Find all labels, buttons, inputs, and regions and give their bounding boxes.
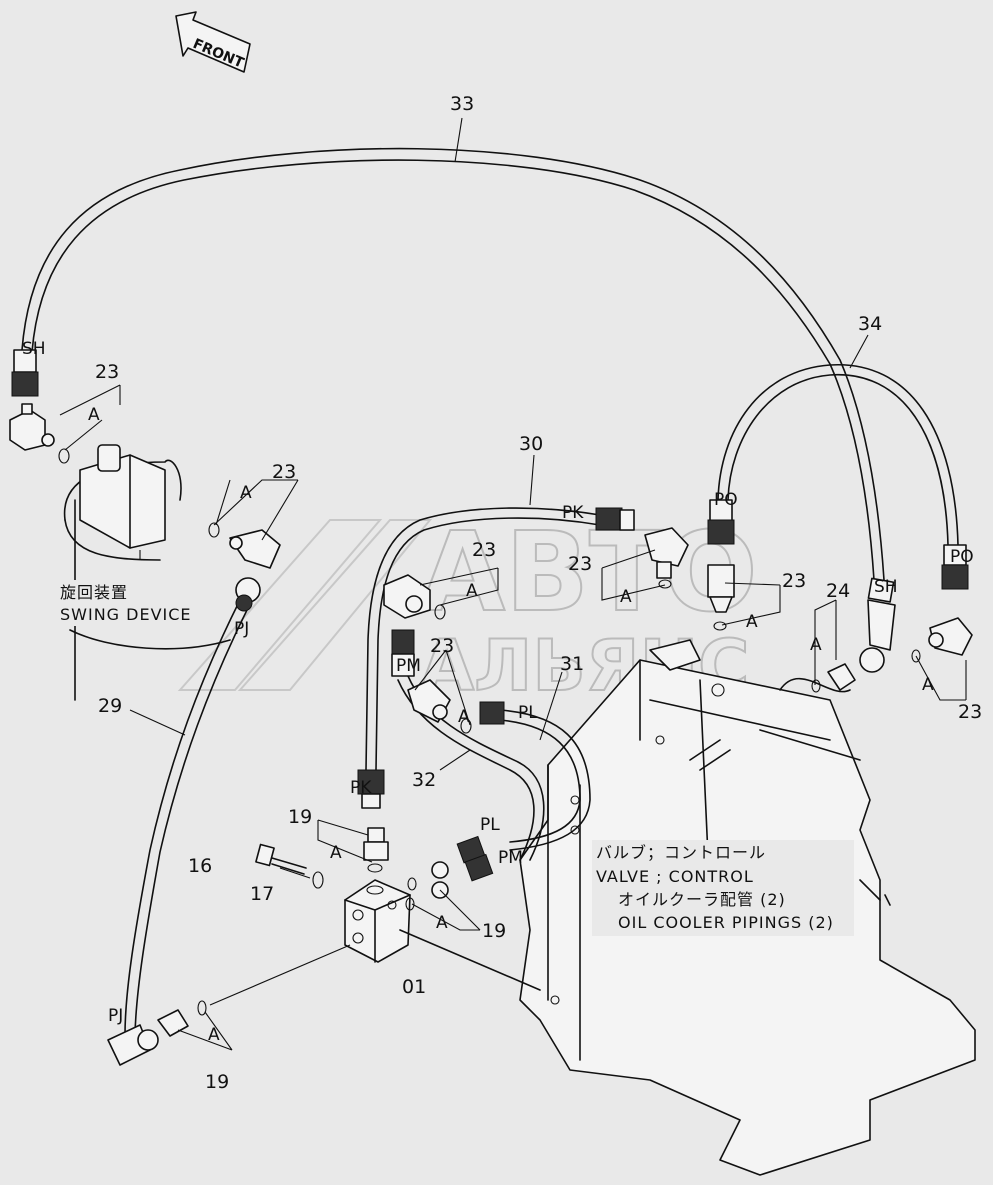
- port-labels: SH SH PK PK PO PO PJ PJ PM PM PL PL: [22, 339, 974, 1026]
- hose-29: [107, 577, 261, 1066]
- valve-caption-jp: バルブ；コントロール: [596, 843, 766, 862]
- hose-30: [357, 507, 635, 809]
- label-24: 24: [826, 580, 850, 602]
- oring-a-8: A: [458, 707, 470, 727]
- oring-a-5: A: [746, 612, 758, 632]
- oring-a-7: A: [922, 675, 934, 695]
- part-number-labels: 33 34 30 29 31 32 23 23 23 23 23 23 23 2…: [95, 93, 982, 1093]
- label-19-c: 19: [205, 1071, 229, 1093]
- label-23-d: 23: [568, 553, 592, 575]
- oring-a-3: A: [466, 581, 478, 601]
- oring-a-9: A: [330, 843, 342, 863]
- port-pk-bottom: PK: [350, 778, 372, 798]
- hose-34: [707, 364, 969, 590]
- port-pk-top: PK: [562, 503, 584, 523]
- elbow-23-swing: [208, 522, 281, 569]
- fitting-19-right: [405, 861, 449, 911]
- fitting-24: [811, 663, 856, 693]
- label-23-e: 23: [782, 570, 806, 592]
- valve-caption-sub-en: OIL COOLER PIPINGS (2): [618, 913, 834, 932]
- port-po-right: PO: [950, 547, 974, 567]
- oring-labels: A A A A A A A A A A A: [88, 405, 934, 1045]
- fitting-23-po: [707, 564, 735, 631]
- fitting-19-bottom: [157, 944, 351, 1037]
- watermark-line1: АВТО: [420, 508, 758, 636]
- label-32: 32: [412, 769, 436, 791]
- label-34: 34: [858, 313, 882, 335]
- label-23-b: 23: [272, 461, 296, 483]
- valve-caption: バルブ；コントロール VALVE ; CONTROL オイルクーラ配管 (2) …: [592, 840, 854, 936]
- bolt-16: [255, 843, 307, 875]
- valve-caption-sub-jp: オイルクーラ配管 (2): [618, 890, 786, 909]
- hose-32: [391, 629, 545, 882]
- port-pm-bottom: PM: [498, 848, 523, 868]
- label-23-f: 23: [430, 635, 454, 657]
- watermark-logo: [177, 519, 433, 691]
- label-30: 30: [519, 433, 543, 455]
- watermark: АВТО АЛЬЯНС: [177, 507, 759, 708]
- oring-a-11: A: [208, 1025, 220, 1045]
- label-01: 01: [402, 976, 426, 998]
- port-pl-top: PL: [518, 703, 538, 723]
- oring-a-1: A: [88, 405, 100, 425]
- valve-caption-en: VALVE ; CONTROL: [596, 867, 754, 886]
- port-po-mid: PO: [714, 490, 738, 510]
- elbow-23-pm: [407, 679, 472, 734]
- hose-33: [11, 147, 896, 673]
- hose-31: [479, 701, 591, 851]
- port-sh-left: SH: [22, 339, 46, 359]
- port-pj-bottom: PJ: [108, 1006, 123, 1026]
- elbow-23-pk: [644, 527, 689, 589]
- oring-a-6: A: [810, 635, 822, 655]
- port-pm-top: PM: [396, 656, 421, 676]
- label-19-b: 19: [482, 920, 506, 942]
- block-01: [344, 879, 541, 991]
- port-pl-bottom: PL: [480, 815, 500, 835]
- port-sh-right: SH: [874, 577, 898, 597]
- swing-device-jp: 旋回装置: [60, 583, 128, 602]
- washer-17: [312, 871, 324, 889]
- leader-lines: [59, 117, 967, 1051]
- oring-a-4: A: [620, 587, 632, 607]
- front-arrow-icon: FRONT: [175, 11, 251, 73]
- label-19-a: 19: [288, 806, 312, 828]
- oring-a-10: A: [436, 913, 448, 933]
- fitting-19-top: [363, 827, 389, 873]
- label-16: 16: [188, 855, 212, 877]
- elbow-23-upper-left: [9, 403, 70, 464]
- label-17: 17: [250, 883, 274, 905]
- label-23-a: 23: [95, 361, 119, 383]
- port-pj-top: PJ: [234, 619, 249, 639]
- oring-a-2: A: [240, 483, 252, 503]
- elbow-23-right: [911, 617, 973, 663]
- label-31: 31: [560, 653, 584, 675]
- swing-device-en: SWING DEVICE: [60, 605, 192, 624]
- label-29: 29: [98, 695, 122, 717]
- label-23-g: 23: [958, 701, 982, 723]
- label-33: 33: [450, 93, 474, 115]
- swing-device-caption: 旋回装置 SWING DEVICE: [56, 580, 206, 626]
- label-23-c: 23: [472, 539, 496, 561]
